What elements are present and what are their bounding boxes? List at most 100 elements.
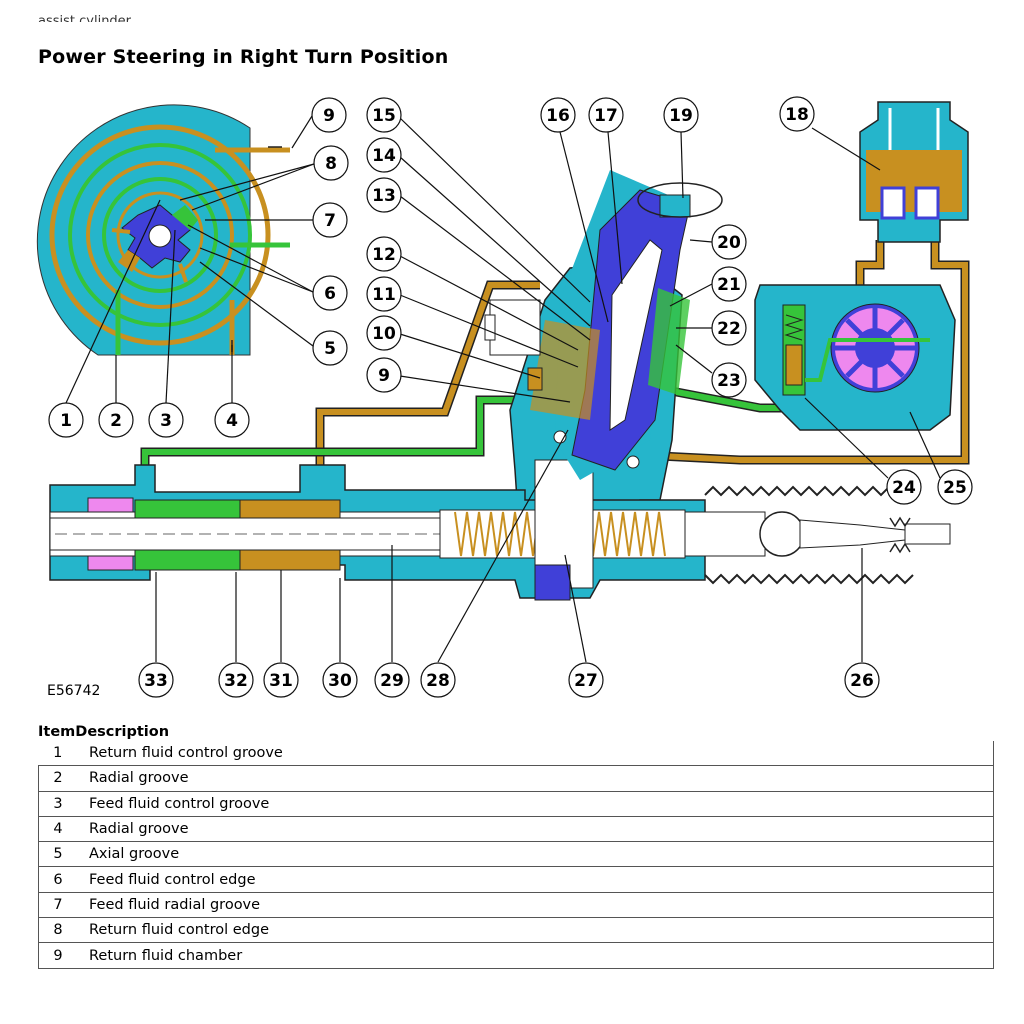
callout-3: 3 [148, 402, 184, 438]
cut-off-text: assist cylinder. [38, 14, 134, 22]
svg-text:6: 6 [324, 284, 336, 304]
callout-15: 15 [366, 97, 402, 133]
callout-21: 21 [711, 266, 747, 302]
callout-30: 30 [322, 662, 358, 698]
callout-33: 33 [138, 662, 174, 698]
svg-text:24: 24 [892, 478, 916, 498]
item-number: 1 [38, 741, 77, 767]
callout-14: 14 [366, 137, 402, 173]
svg-text:10: 10 [372, 324, 396, 344]
page-title: Power Steering in Right Turn Position [38, 46, 449, 68]
item-description: Axial groove [77, 841, 994, 868]
svg-text:23: 23 [717, 371, 741, 391]
callout-23: 23 [711, 362, 747, 398]
svg-text:9: 9 [378, 366, 390, 386]
svg-text:33: 33 [144, 671, 168, 691]
fluid-reservoir [859, 101, 969, 243]
item-number: 3 [38, 791, 77, 817]
callout-9-valve: 9 [366, 357, 402, 393]
callout-31: 31 [263, 662, 299, 698]
steering-pump [754, 284, 956, 431]
svg-text:1: 1 [60, 411, 72, 431]
svg-text:17: 17 [594, 106, 618, 126]
item-description: Feed fluid radial groove [77, 892, 994, 919]
fluid-lines [140, 146, 970, 505]
callout-10: 10 [366, 315, 402, 351]
callout-5: 5 [312, 330, 348, 366]
table-header: ItemDescription [38, 724, 169, 740]
callout-6: 6 [312, 275, 348, 311]
item-number: 2 [38, 765, 77, 792]
svg-text:30: 30 [328, 671, 352, 691]
callout-11: 11 [366, 276, 402, 312]
leader-lines [65, 115, 941, 663]
callout-13: 13 [366, 177, 402, 213]
callout-1: 1 [48, 402, 84, 438]
item-description: Feed fluid control edge [77, 866, 994, 893]
callout-2: 2 [98, 402, 134, 438]
svg-text:3: 3 [160, 411, 172, 431]
callout-29: 29 [374, 662, 410, 698]
header-description: Description [75, 724, 170, 740]
callout-19: 19 [663, 97, 699, 133]
item-description: Radial groove [77, 765, 994, 792]
svg-text:16: 16 [546, 106, 570, 126]
svg-text:21: 21 [717, 275, 741, 295]
svg-text:14: 14 [372, 146, 396, 166]
item-number: 9 [38, 942, 77, 969]
item-number: 8 [38, 917, 77, 944]
callout-8: 8 [313, 145, 349, 181]
svg-text:8: 8 [325, 154, 337, 174]
svg-text:26: 26 [850, 671, 874, 691]
svg-text:28: 28 [426, 671, 450, 691]
svg-text:32: 32 [224, 671, 248, 691]
svg-text:18: 18 [785, 105, 809, 125]
svg-text:22: 22 [717, 319, 741, 339]
figure-code: E56742 [47, 683, 100, 699]
item-description: Return fluid chamber [77, 942, 994, 969]
bellows-and-tie-rod [684, 485, 951, 585]
svg-text:12: 12 [372, 245, 396, 265]
callout-28: 28 [420, 662, 456, 698]
svg-text:19: 19 [669, 106, 693, 126]
callout-26: 26 [844, 662, 880, 698]
svg-text:20: 20 [717, 233, 741, 253]
svg-text:7: 7 [324, 211, 336, 231]
callout-9-top: 9 [311, 97, 347, 133]
rotary-valve-section [36, 104, 290, 356]
svg-text:11: 11 [372, 285, 396, 305]
svg-text:2: 2 [110, 411, 122, 431]
item-description: Return fluid control edge [77, 917, 994, 944]
callout-12: 12 [366, 236, 402, 272]
callout-32: 32 [218, 662, 254, 698]
callout-20: 20 [711, 224, 747, 260]
callout-18: 18 [779, 96, 815, 132]
callout-17: 17 [588, 97, 624, 133]
item-number: 7 [38, 892, 77, 919]
header-item: Item [38, 724, 76, 740]
item-number: 5 [38, 841, 77, 868]
svg-text:29: 29 [380, 671, 404, 691]
svg-text:9: 9 [323, 106, 335, 126]
item-description: Return fluid control groove [77, 741, 994, 767]
callout-27: 27 [568, 662, 604, 698]
callout-7: 7 [312, 202, 348, 238]
svg-text:15: 15 [372, 106, 396, 126]
svg-text:4: 4 [226, 411, 238, 431]
callout-25: 25 [937, 469, 973, 505]
callout-16: 16 [540, 97, 576, 133]
callout-22: 22 [711, 310, 747, 346]
item-number: 4 [38, 816, 77, 843]
svg-text:31: 31 [269, 671, 293, 691]
callout-labels: 1 2 3 4 5 6 7 8 9 9 10 11 12 13 14 15 16… [48, 96, 973, 698]
